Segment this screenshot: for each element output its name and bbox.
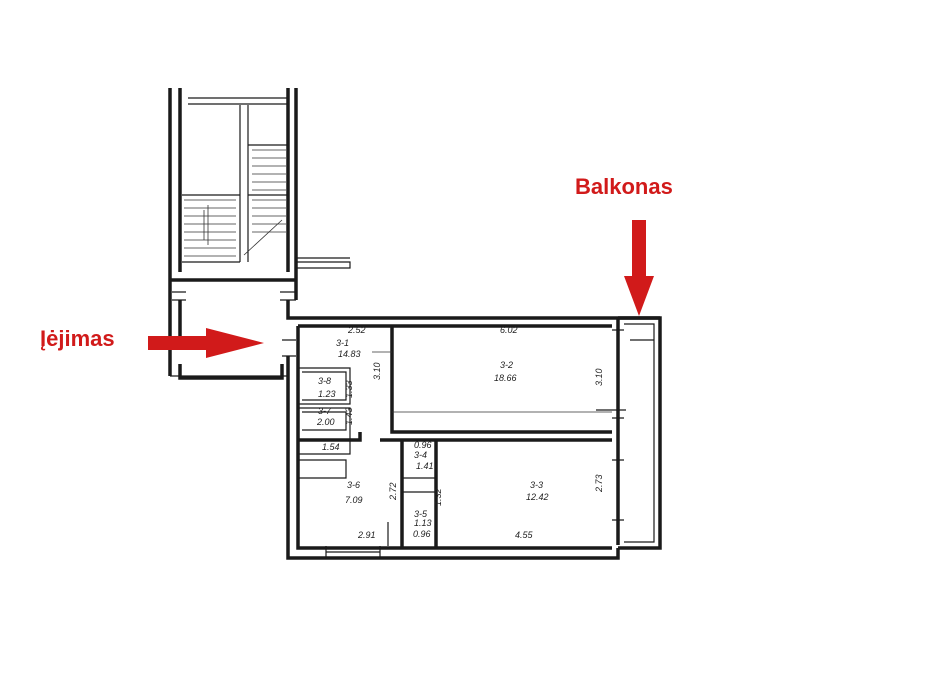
closet-dim: 1.54 bbox=[322, 442, 340, 452]
room-3-4-area: 1.41 bbox=[416, 461, 434, 471]
room-3-8-area: 1.23 bbox=[318, 389, 336, 399]
room-3-5-width: 1.13 bbox=[414, 518, 432, 528]
room-3-3-area: 12.42 bbox=[526, 492, 549, 502]
room-3-5-area: 0.96 bbox=[413, 529, 431, 539]
room-3-1-area: 14.83 bbox=[338, 349, 361, 359]
room-3-7-area: 2.00 bbox=[316, 417, 335, 427]
room-3-5-id: 3-5 bbox=[414, 509, 428, 519]
room-3-3-width: 4.55 bbox=[515, 530, 534, 540]
room-3-6-id: 3-6 bbox=[347, 480, 360, 490]
room-3-1-depth: 3.10 bbox=[372, 362, 382, 380]
room-3-7-id: 3-7 bbox=[318, 406, 332, 416]
room-3-3-depth: 2.73 bbox=[594, 474, 604, 493]
entrance-arrow bbox=[148, 328, 264, 358]
stairwell bbox=[168, 88, 351, 376]
room-labels: 2.52 3-1 14.83 3.10 6.02 3-2 18.66 3.10 … bbox=[316, 325, 604, 540]
room-3-8-id: 3-8 bbox=[318, 376, 331, 386]
apartment-walls bbox=[286, 318, 626, 560]
room-3-6-area: 7.09 bbox=[345, 495, 363, 505]
room-3-6-width: 2.91 bbox=[357, 530, 376, 540]
small-dim-b: 1.43 bbox=[344, 407, 354, 425]
entrance-landing bbox=[170, 300, 660, 380]
balcony bbox=[618, 316, 662, 550]
entrance-label: Įėjimas bbox=[40, 326, 115, 351]
room-3-2-area: 18.66 bbox=[494, 373, 517, 383]
room-3-3-id: 3-3 bbox=[530, 480, 543, 490]
room-3-4-width: 0.96 bbox=[414, 440, 432, 450]
balcony-label: Balkonas bbox=[575, 174, 673, 199]
room-3-2-width: 6.02 bbox=[500, 325, 518, 335]
balcony-arrow bbox=[624, 220, 654, 316]
small-dim-c: 1.32 bbox=[433, 488, 443, 506]
small-dim-a: 1.33 bbox=[344, 380, 354, 398]
room-3-6-depth: 2.72 bbox=[388, 482, 398, 501]
room-3-2-id: 3-2 bbox=[500, 360, 513, 370]
room-3-4-id: 3-4 bbox=[414, 450, 427, 460]
room-3-1-width: 2.52 bbox=[347, 325, 366, 335]
room-3-1-id: 3-1 bbox=[336, 338, 349, 348]
room-3-2-depth: 3.10 bbox=[594, 368, 604, 386]
